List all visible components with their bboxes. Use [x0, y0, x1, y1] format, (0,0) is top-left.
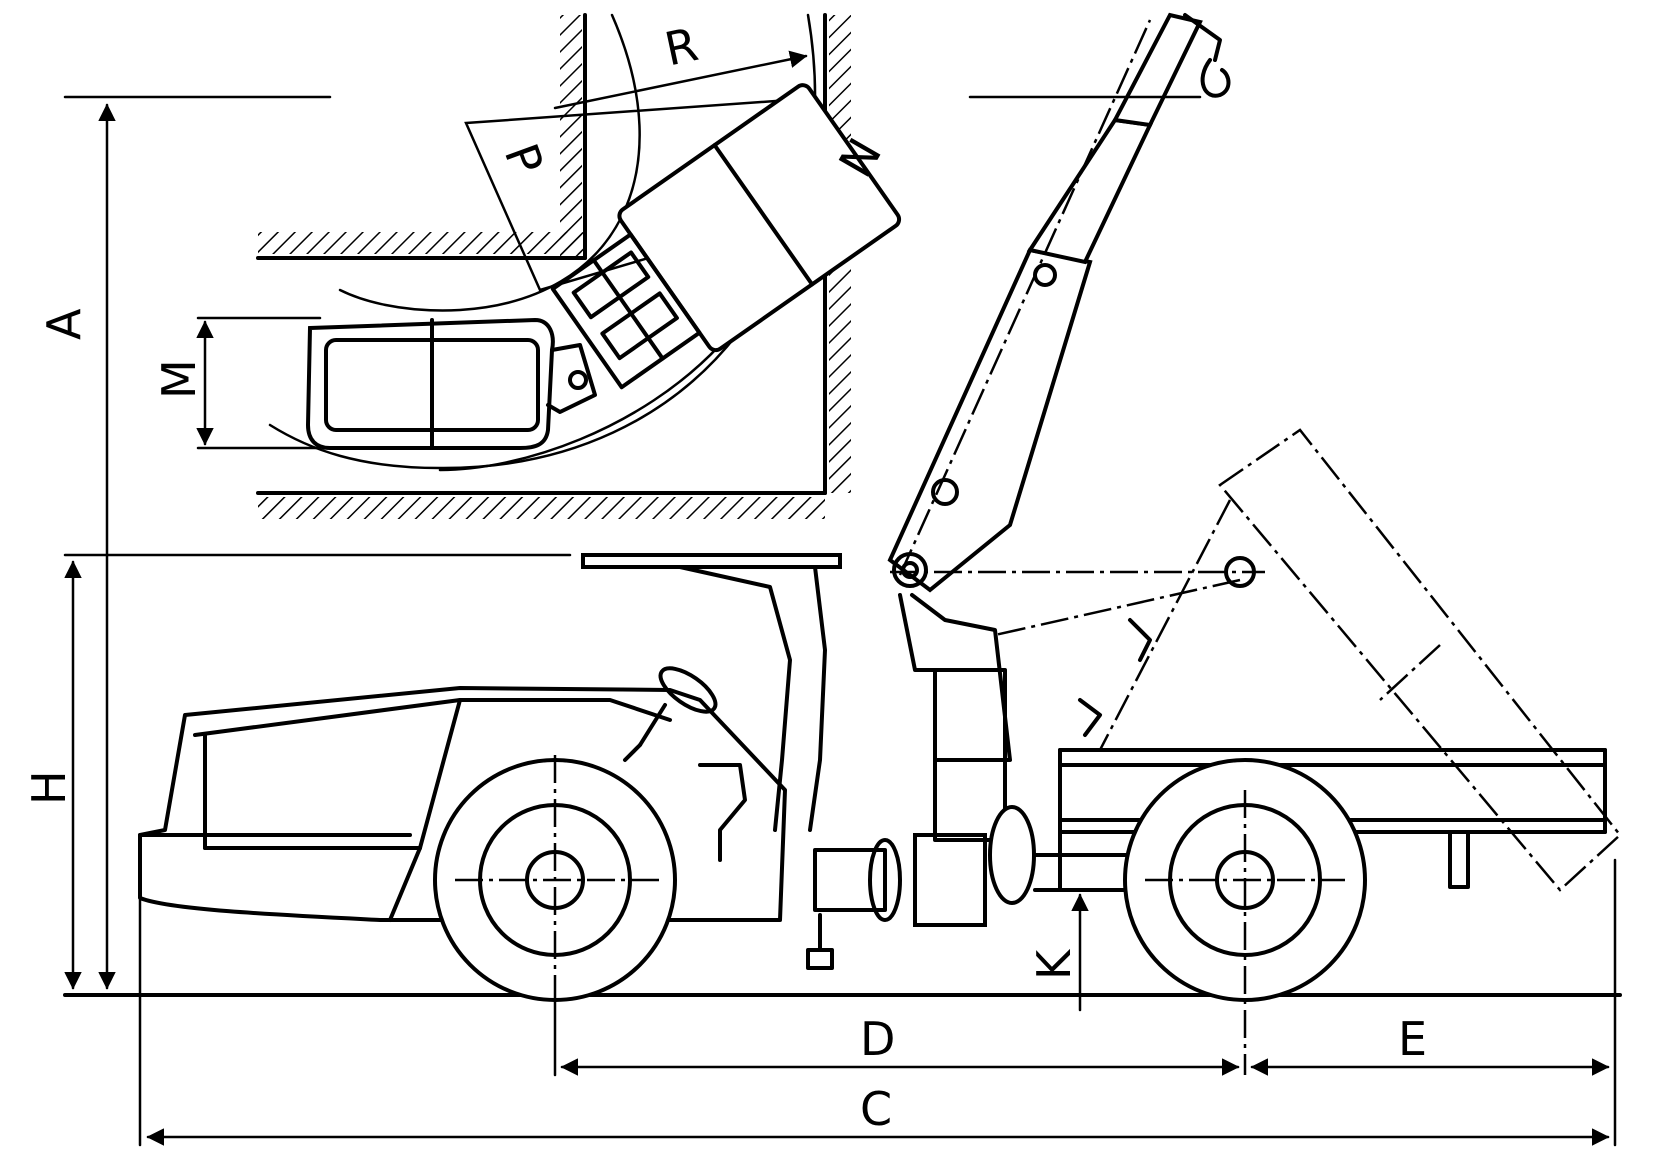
front-wheel [433, 755, 677, 1002]
rear-wheel [1123, 758, 1367, 1075]
front-unit-plan [305, 317, 597, 450]
tipping-container [890, 428, 1622, 892]
dimension-labels: A H M R P N K D E C [22, 17, 1427, 1136]
rear-unit-plan [550, 83, 902, 390]
side-view-vehicle [63, 12, 1622, 1075]
label-h: H [22, 770, 76, 805]
dimension-lines [63, 95, 1617, 1147]
label-d: D [860, 1012, 895, 1066]
label-r: R [660, 17, 702, 76]
label-c: C [860, 1082, 892, 1136]
label-p: P [494, 137, 554, 182]
label-a: A [37, 308, 91, 340]
crane-boom [887, 12, 1231, 593]
label-k: K [1027, 948, 1081, 980]
label-m: M [152, 359, 206, 399]
label-e: E [1398, 1012, 1427, 1066]
turning-plan-view [196, 13, 902, 519]
steering-wheel [623, 666, 718, 762]
corridor-walls [256, 13, 851, 519]
